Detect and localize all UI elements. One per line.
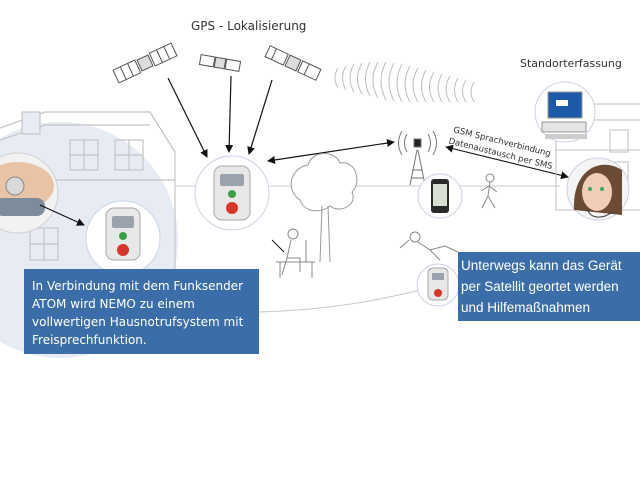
signal-waves	[334, 61, 475, 103]
cell-tower-icon	[398, 130, 437, 186]
fallen-person-icon	[399, 231, 459, 261]
computer-icon	[534, 81, 596, 143]
tree-icon	[290, 153, 358, 263]
nemo-device-center	[194, 155, 270, 231]
location-detection-title: Standorterfassung	[520, 57, 622, 70]
satellite-icon-left	[112, 42, 178, 84]
gps-arrow-right	[247, 79, 273, 155]
gsm-label: GSM Sprachverbindung Datenaustausch per …	[447, 125, 553, 172]
mobile-location-info-box: Unterwegs kann das Gerät per Satellit ge…	[458, 252, 640, 321]
house-icon	[0, 111, 176, 270]
walking-person-icon	[480, 173, 498, 209]
gsm-arrow	[445, 144, 569, 180]
home-emergency-text: In Verbindung mit dem Funksender ATOM wi…	[32, 279, 244, 347]
nemo-device-home	[85, 200, 161, 276]
atom-arrow	[39, 204, 85, 226]
atom-transmitter-photo	[0, 152, 59, 234]
sitting-person-icon	[271, 228, 315, 278]
mobile-location-text: Unterwegs kann das Gerät per Satellit ge…	[461, 258, 622, 315]
gps-arrow-left	[167, 77, 208, 158]
operator-photo	[566, 157, 630, 221]
smartphone-icon	[417, 173, 463, 219]
satellite-icon-middle	[198, 54, 242, 72]
satellite-icon-right	[264, 45, 322, 81]
home-emergency-info-box: In Verbindung mit dem Funksender ATOM wi…	[24, 269, 259, 354]
gps-localization-title: GPS - Lokalisierung	[191, 19, 307, 33]
tower-link-arrow	[267, 139, 395, 164]
gps-arrow-middle	[225, 75, 234, 153]
nemo-device-away	[416, 263, 460, 307]
